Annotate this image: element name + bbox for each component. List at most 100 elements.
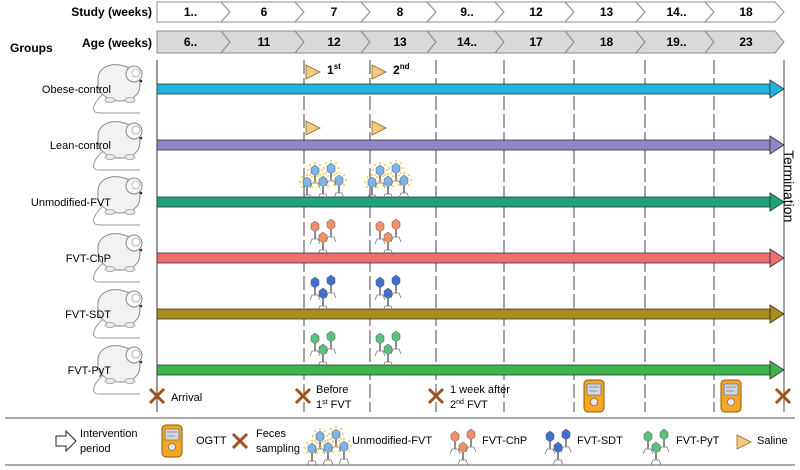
legend-unmodified-phage-icon-d <box>304 440 320 467</box>
age-week-4: 13 <box>393 35 407 49</box>
age-week-7: 18 <box>600 35 614 49</box>
termination-label: Termination <box>781 150 797 222</box>
phage-cluster-fvt-chp-2-b <box>390 218 402 243</box>
group-rows: Obese-controlLean-controlUnmodified-FVTF… <box>31 64 785 395</box>
study-week-3: 7 <box>331 5 338 19</box>
group-label-fvt-pyt: FVT-PyT <box>68 365 112 377</box>
phage-cluster-fvt-chp-2-c <box>382 231 394 256</box>
age-week-8: 19.. <box>666 35 686 49</box>
phage-cluster-fvt-sdt-2 <box>374 274 402 312</box>
study-week-6: 12 <box>529 5 543 19</box>
legend-saline-label: Saline <box>757 435 788 447</box>
phage-cluster-fvt-sdt-2-c <box>382 287 394 312</box>
phage-cluster-fvt-pyt-1 <box>309 330 337 368</box>
phage-cluster-fvt-sdt-1-a <box>309 276 321 301</box>
phage-cluster-fvt-pyt-2-a <box>374 332 386 357</box>
sampling-events <box>148 379 792 413</box>
phage-cluster-fvt-pyt-1-a <box>309 332 321 357</box>
group-label-fvt-sdt: FVT-SDT <box>65 309 111 321</box>
timeline-bar-obese-control <box>156 83 771 95</box>
study-week-5: 9.. <box>460 5 473 19</box>
legend-chp-phage-icon-c <box>457 441 469 466</box>
timeline-bar-fvt-chp <box>156 252 771 264</box>
legend-saline-icon <box>736 434 752 450</box>
second-intervention-label: 2nd <box>393 62 410 77</box>
study-chevron-9 <box>703 1 785 23</box>
phage-cluster-fvt-chp-1 <box>309 218 337 256</box>
age-week-2: 11 <box>258 35 271 49</box>
mouse-icon-obese-control <box>93 64 143 114</box>
ogtt-icon-week-13 <box>583 379 605 413</box>
legend-sdt-label: FVT-SDT <box>577 435 623 447</box>
saline-icon-obese-control-1 <box>305 64 321 80</box>
study-week-7: 13 <box>600 5 614 19</box>
legend-pyt-phage-icon-c <box>650 441 662 466</box>
phage-cluster-fvt-pyt-2-b <box>390 330 402 355</box>
mouse-icon-fvt-pyt <box>93 345 143 395</box>
feces-icon-before-first <box>294 387 312 405</box>
legend-intervention-line1: Intervention <box>80 428 137 440</box>
legend-unmodified-phage-icon-c <box>320 439 336 466</box>
legend-sdt-phage-icon-b <box>560 428 572 453</box>
legend-sdt-phage-icon-a <box>544 430 556 455</box>
timeline-arrowhead-lean-control <box>769 135 785 155</box>
timeline-arrowhead-obese-control <box>769 79 785 99</box>
timeline-arrowhead-fvt-chp <box>769 248 785 268</box>
phage-cluster-unmodified-fvt-2-d <box>364 174 380 201</box>
mouse-icon-fvt-chp <box>93 233 143 283</box>
legend-pyt-phage-icon-b <box>658 428 670 453</box>
phage-cluster-unmodified-fvt-1-a <box>307 162 323 189</box>
legend-intervention-line2: period <box>80 443 111 455</box>
group-row-unmodified-fvt: Unmodified-FVT <box>31 160 785 226</box>
feces-icon-termination <box>774 387 792 405</box>
feces-icon-arrival <box>148 387 166 405</box>
legend-chp-label: FVT-ChP <box>482 435 527 447</box>
group-label-lean-control: Lean-control <box>50 140 111 152</box>
timeline-gridlines <box>156 60 785 412</box>
feces-icon-after-second <box>427 387 445 405</box>
legend-unmodified-label: Unmodified-FVT <box>352 435 432 447</box>
legend-intervention-arrow-icon <box>55 429 77 453</box>
ogtt-icon-week-18 <box>720 379 742 413</box>
legend-feces-line1: Feces <box>256 428 286 440</box>
phage-cluster-fvt-chp-1-b <box>325 218 337 243</box>
phage-cluster-fvt-pyt-1-b <box>325 330 337 355</box>
age-chevron-9 <box>703 30 785 54</box>
legend-chp-phage-icon-a <box>449 430 461 455</box>
legend-pyt-phage-icon-a <box>642 430 654 455</box>
phage-cluster-unmodified-fvt-1 <box>299 160 347 201</box>
legend-chp-phage-icon <box>449 428 477 466</box>
saline-icon-lean-control-1 <box>305 120 321 136</box>
group-label-unmodified-fvt: Unmodified-FVT <box>31 197 111 209</box>
phage-cluster-fvt-pyt-2 <box>374 330 402 368</box>
phage-cluster-fvt-sdt-1-c <box>317 287 329 312</box>
week-after-second-fvt-label-line2: 2nd FVT <box>450 399 488 411</box>
phage-cluster-fvt-chp-2-a <box>374 220 386 245</box>
phage-cluster-unmodified-fvt-2-e <box>396 172 412 199</box>
phage-cluster-fvt-chp-2 <box>374 218 402 256</box>
legend-unmodified-phage-icon <box>304 426 352 467</box>
phage-cluster-fvt-pyt-2-c <box>382 343 394 368</box>
phage-cluster-unmodified-fvt-1-c <box>315 173 331 200</box>
legend-feces-line2: sampling <box>256 443 300 455</box>
group-row-fvt-sdt: FVT-SDT <box>65 274 785 339</box>
timeline-arrowhead-fvt-sdt <box>769 304 785 324</box>
study-week-8: 14.. <box>666 5 686 19</box>
timeline-bar-fvt-sdt <box>156 308 771 320</box>
timeline-bar-fvt-pyt <box>156 364 771 376</box>
age-week-3: 12 <box>327 35 341 49</box>
saline-icon-obese-control-2 <box>371 64 387 80</box>
group-label-fvt-chp: FVT-ChP <box>66 253 111 265</box>
age-week-1: 6.. <box>184 35 197 49</box>
legend-pyt-phage-icon <box>642 428 670 466</box>
legend <box>55 424 752 467</box>
groups-label: Groups <box>10 41 53 55</box>
age-week-5: 14.. <box>457 35 477 49</box>
phage-cluster-unmodified-fvt-1-d <box>299 174 315 201</box>
legend-sdt-phage-icon <box>544 428 572 466</box>
before-first-fvt-label-line1: Before <box>316 384 348 396</box>
phage-cluster-fvt-sdt-1 <box>309 274 337 312</box>
timeline-arrowhead-unmodified-fvt <box>769 192 785 212</box>
